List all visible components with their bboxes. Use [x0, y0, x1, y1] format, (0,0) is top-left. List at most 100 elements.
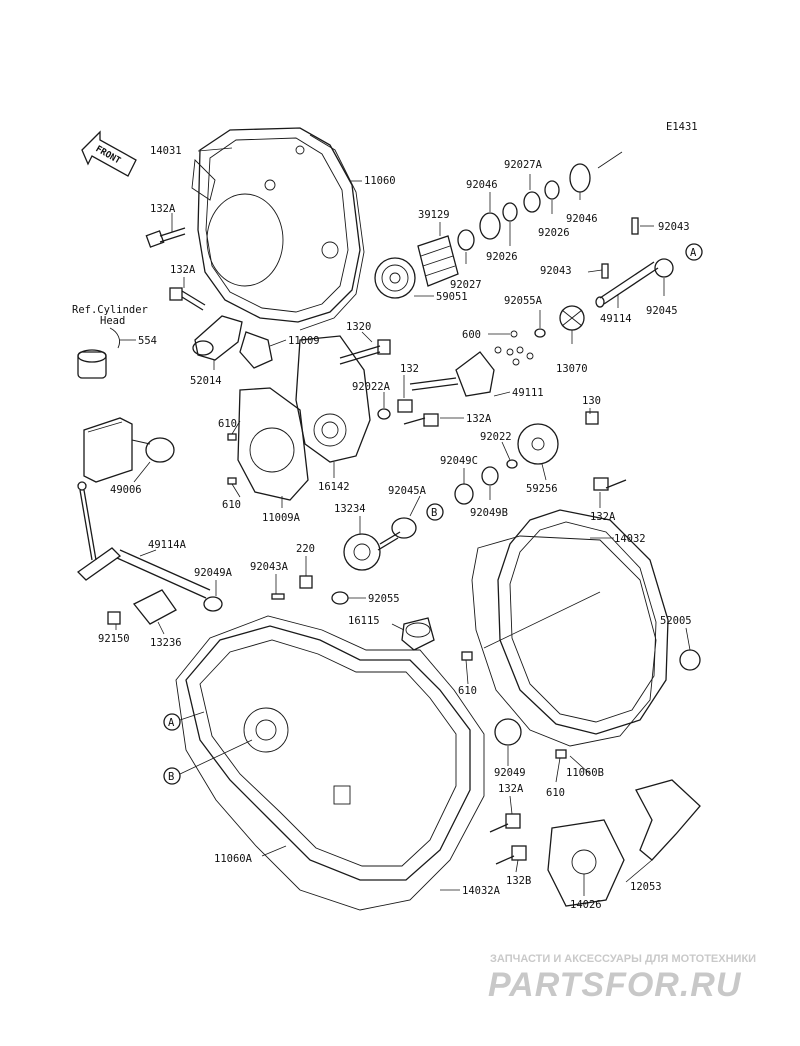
label-13236: 13236	[150, 637, 182, 649]
label-11009A: 11009A	[262, 512, 301, 524]
label-14032: 14032	[614, 533, 646, 545]
label-11060B: 11060B	[566, 767, 604, 779]
label-14026: 14026	[570, 899, 602, 911]
label-92026-1: 92026	[486, 251, 518, 263]
label-11060: 11060	[364, 175, 396, 187]
label-610-2: 610	[222, 499, 241, 511]
label-92027: 92027	[450, 279, 482, 291]
label-132: 132	[400, 363, 419, 375]
hose-fitting-52014	[192, 315, 243, 361]
label-610-4: 610	[546, 787, 565, 799]
watermark-logo: PARTSFOR.RU	[488, 966, 742, 1004]
label-92043-2: 92043	[540, 265, 572, 277]
gasket-11009A	[237, 387, 309, 501]
label-132A-3: 132A	[466, 413, 492, 425]
callout-A-1: A	[685, 243, 703, 261]
gasket-11060B	[471, 535, 657, 747]
svg-text:A: A	[690, 247, 697, 259]
label-92046-2: 92046	[566, 213, 598, 225]
seal-92045	[654, 258, 674, 278]
label-610-1: 610	[218, 418, 237, 430]
leader-610-3	[483, 591, 601, 649]
bearing-92046-2	[569, 163, 591, 193]
washer-92026-2	[544, 180, 560, 200]
label-16142: 16142	[318, 481, 350, 493]
label-52014: 52014	[190, 375, 222, 387]
label-92049A: 92049A	[194, 567, 233, 579]
bolt-132A-1	[145, 227, 186, 248]
label-11060A: 11060A	[214, 853, 253, 865]
label-14031: 14031	[150, 145, 182, 157]
washer-92022A	[377, 408, 391, 420]
bolt-1320	[339, 339, 391, 365]
label-92049B: 92049B	[470, 507, 508, 519]
pin-92043-1	[631, 217, 639, 235]
label-13234: 13234	[334, 503, 366, 515]
label-132A-4: 132A	[590, 511, 616, 523]
label-14032A: 14032A	[462, 885, 501, 897]
balls-600	[494, 330, 534, 366]
label-16115: 16115	[348, 615, 380, 627]
bolt-132A-3	[403, 413, 439, 427]
label-92150: 92150	[98, 633, 130, 645]
oring-92055	[331, 591, 349, 605]
callout-B-2: B	[163, 739, 253, 785]
spring-39129	[417, 235, 459, 287]
bolt-132B	[495, 845, 527, 865]
label-132A-1: 132A	[150, 203, 176, 215]
washer-92026-1	[502, 202, 518, 222]
seal-92049A	[203, 596, 223, 612]
bolt-92150	[107, 611, 121, 625]
gasket-11060-edge	[299, 134, 365, 331]
part-number-labels: 14031 11060 132A 132A 554 11009 52014 13…	[98, 145, 692, 911]
label-132A-2: 132A	[170, 264, 196, 276]
label-132A-5: 132A	[498, 783, 524, 795]
label-92022: 92022	[480, 431, 512, 443]
ref-note-line2: Head	[100, 315, 125, 327]
svg-text:B: B	[168, 771, 174, 783]
gear-13234	[343, 531, 401, 571]
label-92055A: 92055A	[504, 295, 543, 307]
label-92045A: 92045A	[388, 485, 427, 497]
ref-note-line1: Ref.Cylinder	[72, 304, 148, 316]
label-49114A: 49114A	[148, 539, 187, 551]
filter-49006	[83, 417, 175, 483]
label-130: 130	[582, 395, 601, 407]
leader-lines	[115, 147, 691, 896]
label-92049C: 92049C	[440, 455, 478, 467]
washer-92022	[506, 459, 518, 469]
label-554: 554	[138, 335, 157, 347]
oring-92055A	[534, 328, 546, 338]
label-92049: 92049	[494, 767, 526, 779]
cover-14026	[547, 819, 625, 907]
label-1320: 1320	[346, 321, 371, 333]
label-92026-2: 92026	[538, 227, 570, 239]
label-92055: 92055	[368, 593, 400, 605]
bolt-132	[397, 399, 413, 413]
svg-text:B: B	[431, 507, 437, 519]
label-92043-1: 92043	[658, 221, 690, 233]
impeller-59256	[517, 423, 559, 465]
front-direction-arrow: FRONT	[81, 130, 137, 177]
bolt-132A-4	[593, 477, 627, 491]
label-13070: 13070	[556, 363, 588, 375]
callout-A-2: A	[163, 711, 205, 731]
label-49111: 49111	[512, 387, 544, 399]
rotor-49111	[409, 351, 495, 397]
pin-92043-2	[601, 263, 609, 279]
seal-92049	[494, 718, 522, 746]
bolt-132A-2	[169, 287, 206, 311]
watermark: ЗАПЧАСТИ И АКСЕССУАРЫ ДЛЯ МОТОТЕХНИКИ PA…	[488, 953, 756, 1004]
bearing-92049C	[454, 483, 474, 505]
label-11009: 11009	[288, 335, 320, 347]
front-label: FRONT	[94, 144, 123, 166]
label-92022A: 92022A	[352, 381, 391, 393]
dowel-610-1	[227, 433, 237, 441]
label-92046-1: 92046	[466, 179, 498, 191]
label-59051: 59051	[436, 291, 468, 303]
label-12053: 12053	[630, 881, 662, 893]
gasket-11009	[239, 331, 273, 369]
bolt-130	[585, 411, 599, 425]
lever-linkage	[76, 481, 122, 581]
seal-52005	[679, 649, 701, 671]
